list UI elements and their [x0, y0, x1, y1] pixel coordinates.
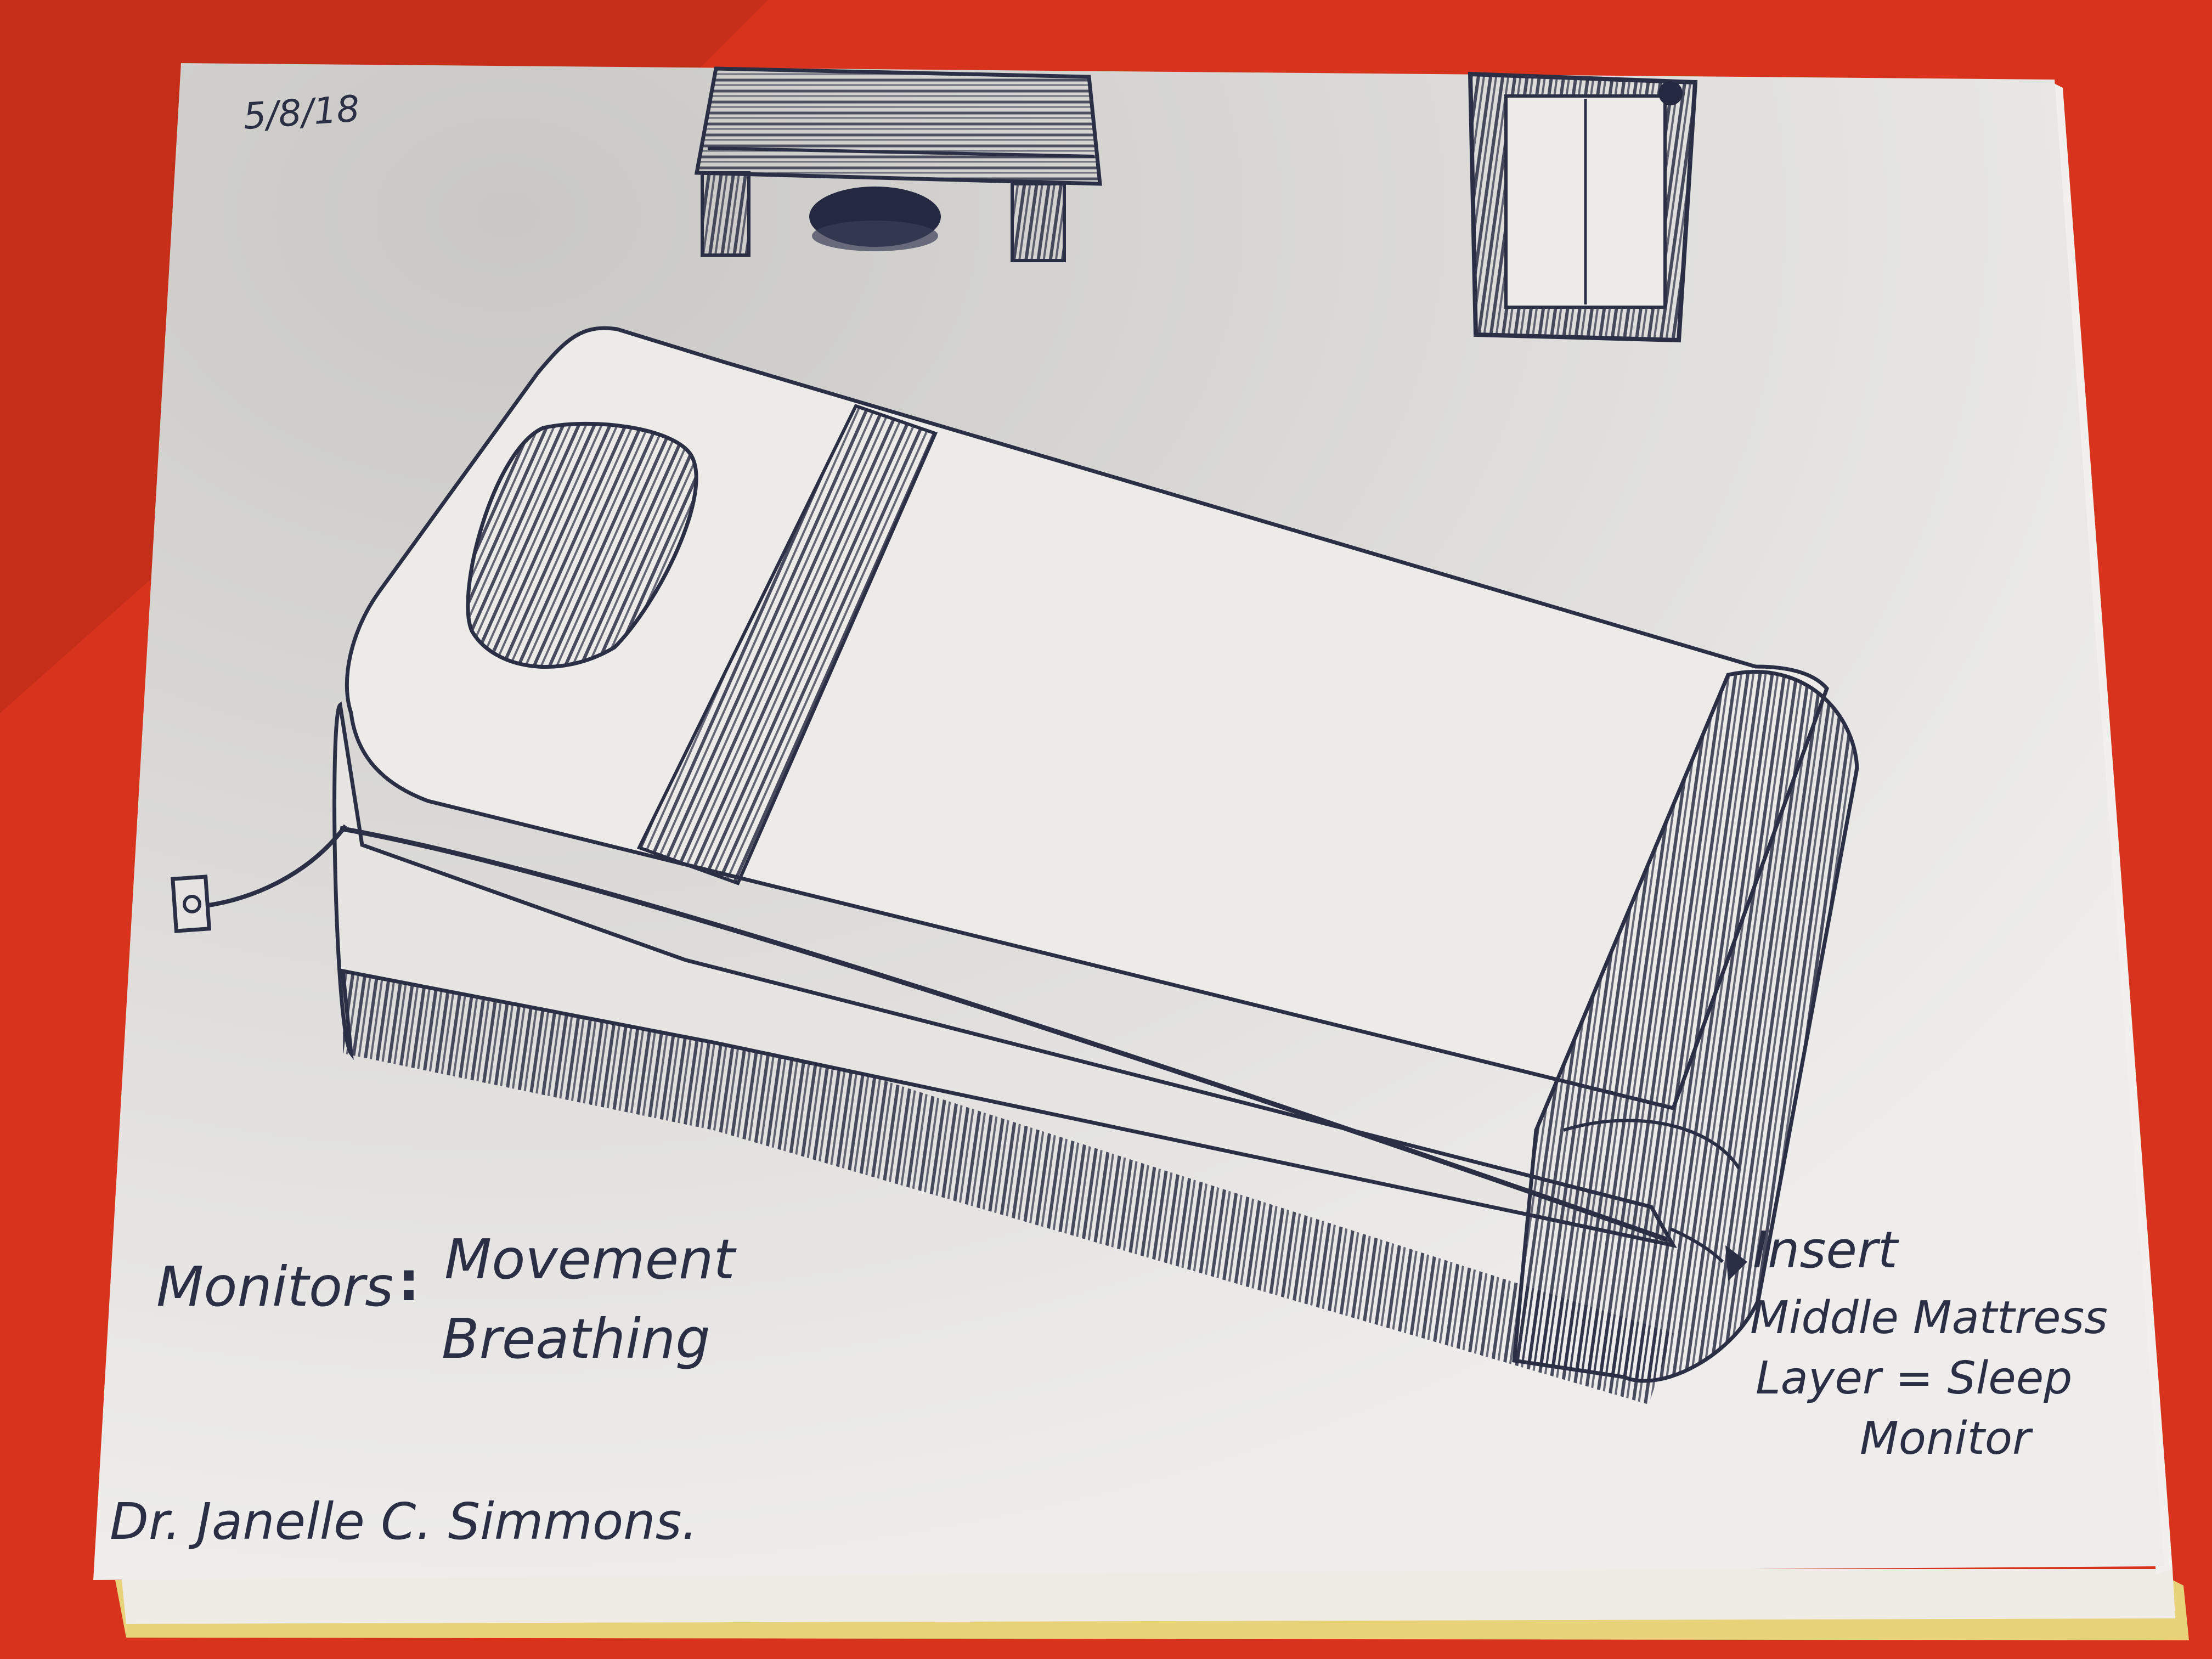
door-knob: [1658, 81, 1683, 105]
insert-note-line: Middle Mattress: [1750, 1292, 2108, 1344]
monitors-item: Movement: [444, 1227, 737, 1291]
sketch-date: 5/8/18: [242, 87, 361, 138]
monitors-colon: :: [398, 1249, 420, 1313]
monitors-item: Breathing: [442, 1307, 710, 1371]
monitors-label: Monitors: [156, 1255, 393, 1319]
insert-note-line: Layer = Sleep: [1756, 1352, 2072, 1404]
insert-note-line: Monitor: [1860, 1413, 2033, 1465]
insert-note-line: Insert: [1753, 1221, 1899, 1279]
signature: Dr. Janelle C. Simmons.: [110, 1492, 698, 1551]
door-drawing: [1470, 74, 1695, 340]
